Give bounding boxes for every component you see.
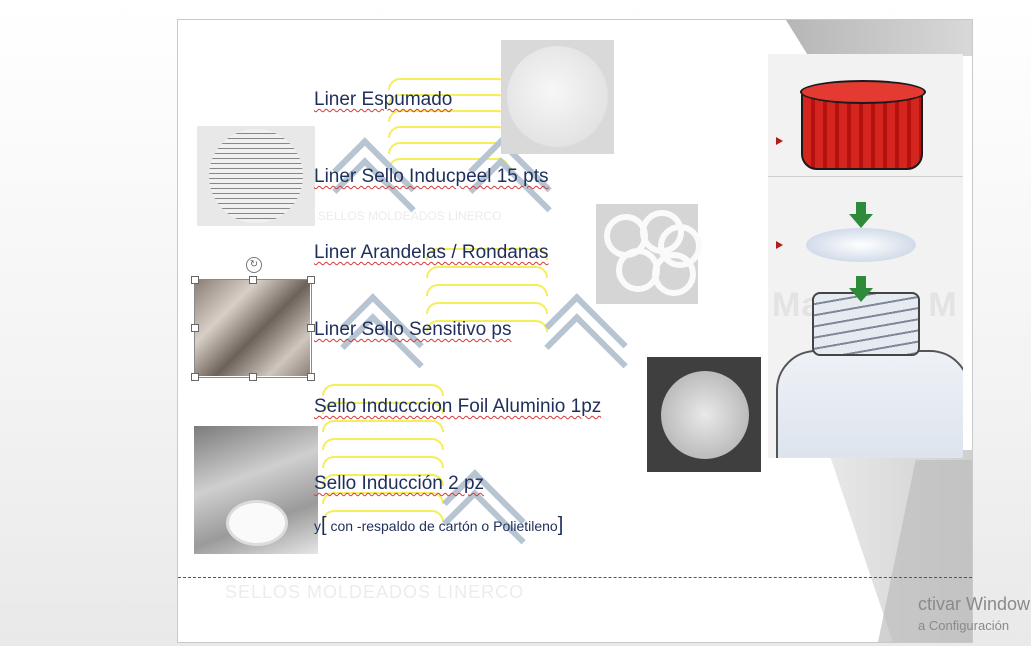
down-arrow-icon — [849, 202, 873, 228]
label-liner-inducpeel[interactable]: Liner Sello Inducpeel 15 pts — [314, 166, 549, 187]
inducpeel-liner-photo[interactable] — [197, 126, 315, 226]
rotate-handle-icon[interactable]: ↻ — [246, 257, 262, 273]
liner-disc-icon — [806, 228, 916, 262]
resize-handle[interactable] — [249, 276, 257, 284]
induction-seal-photo[interactable] — [194, 426, 318, 554]
pressure-sensitive-liner-photo[interactable] — [195, 280, 310, 376]
pointer-icon — [776, 137, 783, 145]
resize-handle[interactable] — [307, 373, 315, 381]
label-sello-foil[interactable]: Sello Inducccion Foil Aluminio 1pz — [314, 396, 602, 417]
resize-handle[interactable] — [307, 324, 315, 332]
cap-liner-diagram[interactable]: Martinez M — [768, 54, 963, 458]
pointer-icon — [776, 241, 783, 249]
activation-watermark-subtitle: a Configuración — [918, 618, 1010, 633]
bottle-icon — [776, 292, 963, 458]
resize-handle[interactable] — [249, 373, 257, 381]
aluminum-foil-seal-photo[interactable] — [647, 357, 761, 472]
divider — [768, 176, 963, 177]
label-liner-espumado[interactable]: Liner Espumado — [314, 89, 453, 110]
label-sello-induccion-2pz[interactable]: Sello Inducción 2 pz — [314, 473, 485, 494]
resize-handle[interactable] — [191, 276, 199, 284]
faded-title: SELLOS MOLDEADOS LINERCO — [225, 582, 525, 602]
resize-handle[interactable] — [191, 324, 199, 332]
decorative-yellow-rings — [426, 248, 548, 368]
dashed-divider — [178, 577, 972, 578]
label-liner-sensitivo[interactable]: Liner Sello Sensitivo ps — [314, 319, 512, 340]
activation-watermark-title: ctivar Window — [918, 594, 1031, 614]
decorative-chevron — [544, 293, 628, 397]
red-cap-icon — [800, 80, 926, 170]
resize-handle[interactable] — [191, 373, 199, 381]
washers-photo[interactable] — [596, 204, 702, 304]
selection-box[interactable] — [191, 276, 315, 381]
foam-liner-photo[interactable] — [501, 40, 614, 154]
decorative-gray-shape — [786, 20, 972, 56]
resize-handle[interactable] — [307, 276, 315, 284]
label-liner-arandelas[interactable]: Liner Arandelas / Rondanas — [314, 242, 549, 263]
label-respaldo[interactable]: y[ con -respaldo de cartón o Polietileno… — [314, 514, 564, 536]
down-arrow-icon — [849, 276, 873, 302]
faded-text: SELLOS MOLDEADOS LINERCO — [318, 209, 502, 223]
slide-canvas[interactable]: SELLOS MOLDEADOS LINERCO ↻ — [177, 19, 973, 643]
